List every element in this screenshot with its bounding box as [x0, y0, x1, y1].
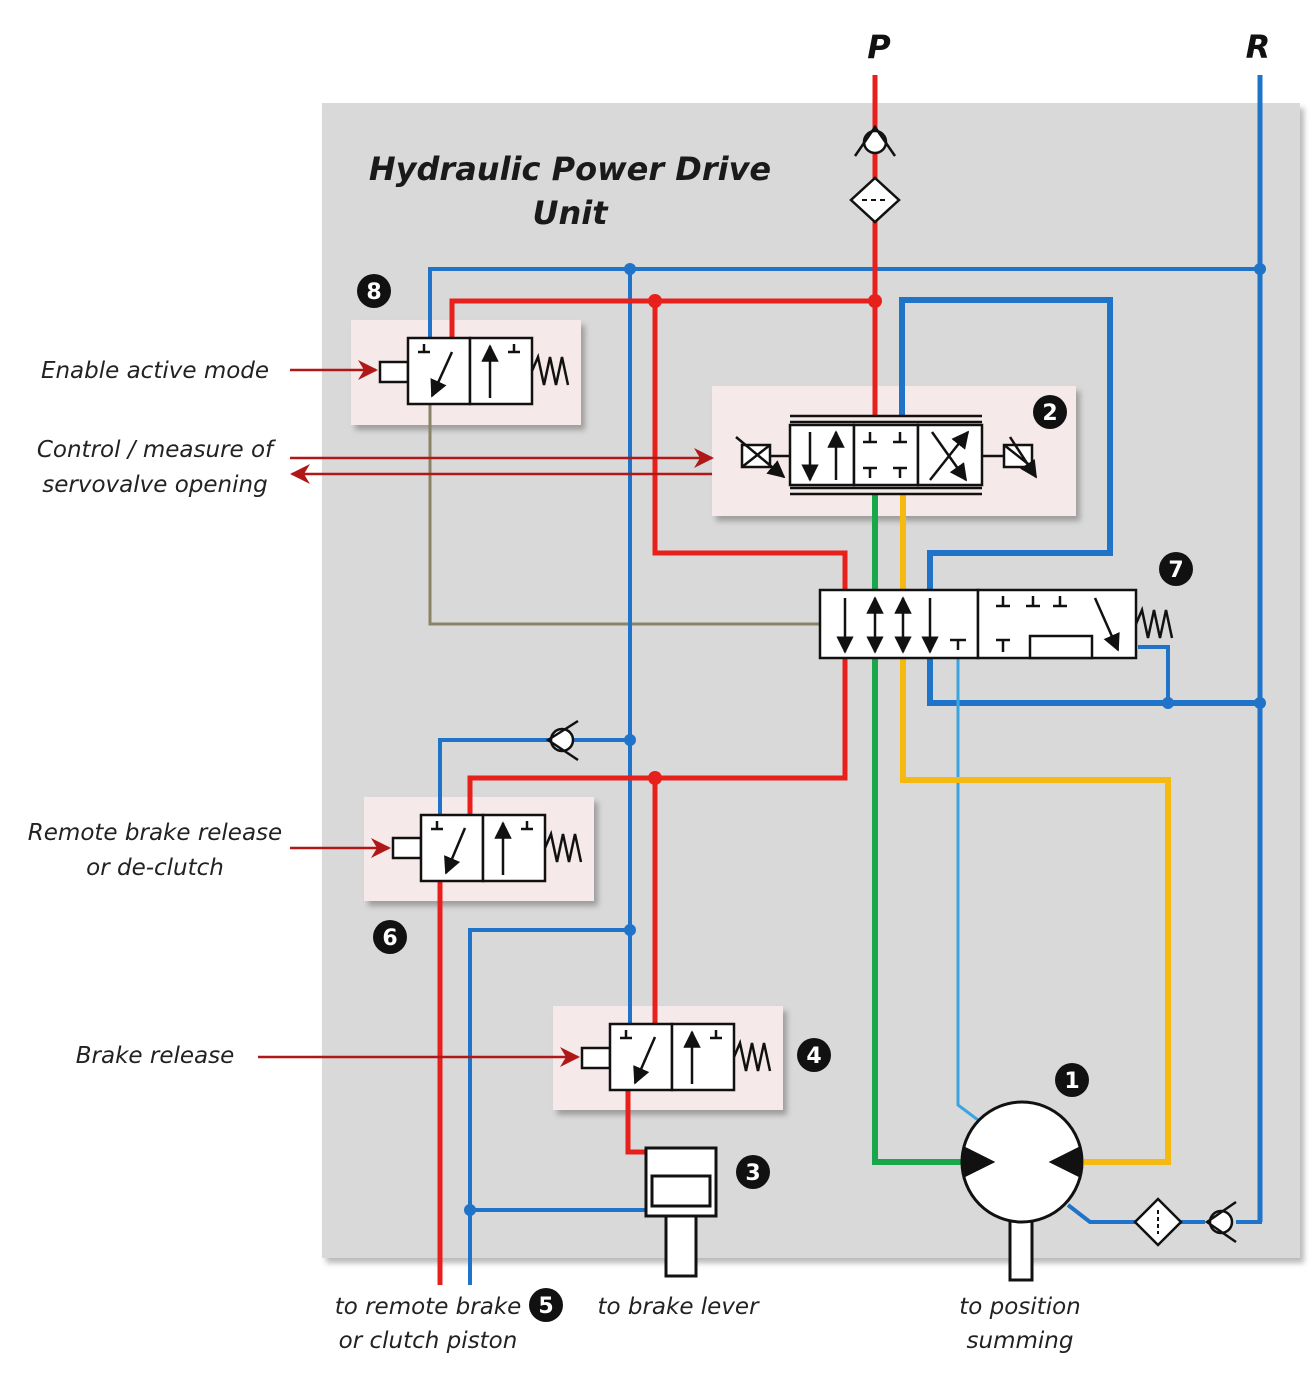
return-filter [1133, 1197, 1183, 1247]
pressure-lines [437, 75, 878, 1285]
valve-6 [391, 813, 583, 883]
label-brake-release: Brake release [76, 1043, 234, 1069]
junction-dots [464, 263, 1266, 1216]
drain-line [956, 640, 979, 1122]
port-r-label: R [1246, 28, 1271, 66]
svg-text:1: 1 [1064, 1069, 1079, 1094]
valve-8 [378, 336, 570, 406]
check-valve-6 [545, 719, 579, 762]
actuator-3 [644, 1146, 718, 1278]
valve-7 [818, 588, 1174, 660]
panel-title-line2: Unit [532, 194, 609, 232]
badge-7: 7 [1159, 552, 1193, 586]
valve-4 [580, 1022, 772, 1092]
return-lines-thick [899, 297, 1260, 706]
label-summing: summing [967, 1328, 1074, 1354]
motor-1 [960, 1100, 1084, 1282]
badge-4: 4 [797, 1038, 831, 1072]
signal-arrows [258, 360, 714, 1067]
svg-text:7: 7 [1168, 558, 1183, 583]
label-to-brake-lever: to brake lever [597, 1294, 760, 1320]
svg-text:2: 2 [1042, 401, 1057, 426]
badge-3: 3 [736, 1155, 770, 1189]
badge-8: 8 [357, 274, 391, 308]
return-check-valve [1204, 1200, 1237, 1244]
badge-1: 1 [1055, 1063, 1089, 1097]
junction-dots-red [648, 294, 882, 785]
port-p-label: P [867, 28, 891, 66]
label-control-line2: servovalve opening [42, 472, 267, 498]
svg-text:8: 8 [366, 280, 381, 305]
p-check-valve [853, 124, 897, 157]
badge-2: 2 [1033, 395, 1067, 429]
badge-5: 5 [529, 1288, 563, 1322]
label-to-position: to position [959, 1294, 1081, 1320]
label-to-remote-brake: to remote brake [335, 1294, 522, 1320]
label-enable-active-mode: Enable active mode [41, 358, 269, 384]
label-to-clutch-piston: or clutch piston [339, 1328, 518, 1354]
label-remote-brake-line2: or de-clutch [86, 855, 224, 881]
motor-line-a [872, 495, 962, 1165]
svg-text:3: 3 [745, 1161, 760, 1186]
svg-text:6: 6 [382, 926, 397, 951]
badge-6: 6 [373, 920, 407, 954]
pilot-line [428, 405, 820, 626]
svg-text:5: 5 [538, 1294, 553, 1319]
p-filter [849, 176, 901, 224]
label-remote-brake-line1: Remote brake release [28, 820, 282, 846]
svg-text:4: 4 [806, 1044, 821, 1069]
label-control-line1: Control / measure of [37, 437, 276, 463]
valve-2 [735, 414, 1038, 496]
panel-title-line1: Hydraulic Power Drive [369, 150, 771, 188]
motor-line-b [900, 495, 1171, 1165]
